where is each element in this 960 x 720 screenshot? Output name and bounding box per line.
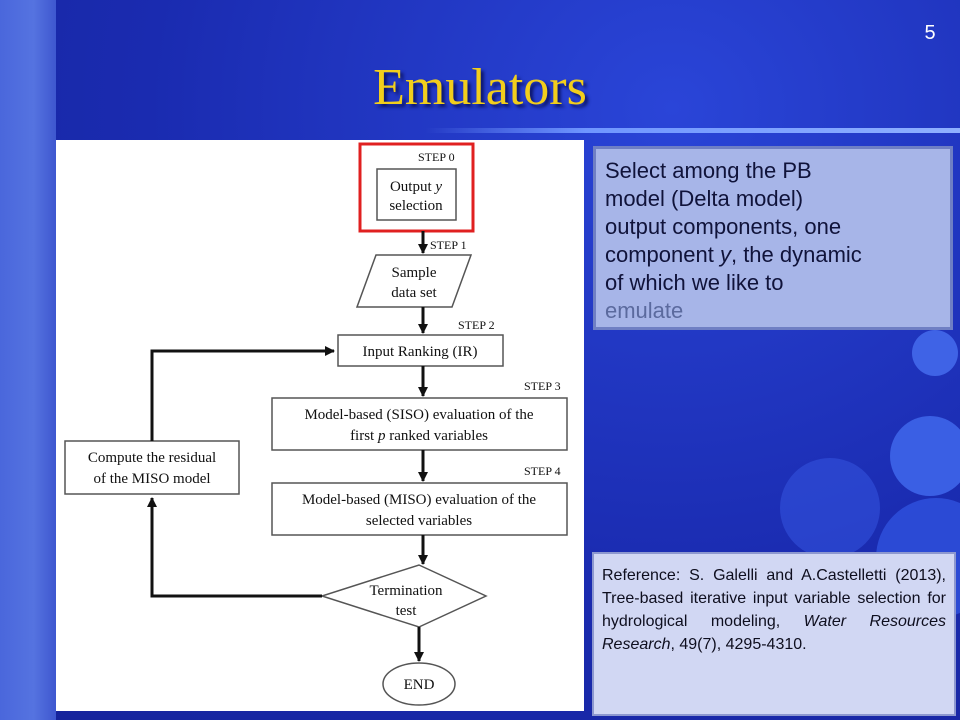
end-label: END: [404, 677, 435, 693]
compute-residual-box: [64, 440, 240, 495]
reference-suffix: , 49(7), 4295-4310.: [670, 636, 807, 653]
decorative-circle: [780, 458, 880, 558]
miso-line2: selected variables: [366, 513, 472, 529]
step-3-label: STEP 3: [524, 379, 561, 393]
siso-line2: first p ranked variables: [350, 428, 488, 444]
callout-line: model (Delta model): [605, 186, 804, 211]
input-ranking-label: Input Ranking (IR): [363, 344, 478, 360]
decorative-circle: [890, 416, 960, 496]
callout-line: output components, one: [605, 214, 842, 239]
residual-line1: Compute the residual: [88, 450, 216, 466]
input-ranking-box: [337, 334, 504, 367]
flowchart-figure: STEP 0 STEP 1 STEP 2 STEP 3 STEP 4 Outpu…: [56, 140, 584, 711]
arrow-residual-input-ranking: [150, 346, 335, 441]
reference-prefix: Reference: S. Galelli and A.Castelletti …: [602, 567, 946, 630]
sample-line1: Sample: [392, 265, 437, 281]
output-selection-line2: selection: [389, 198, 443, 214]
callout-line: Select among the PB: [605, 158, 812, 183]
callout-line: component y, the dynamic: [605, 242, 862, 267]
left-accent-band: [0, 0, 56, 720]
flowchart-diagram: STEP 0 STEP 1 STEP 2 STEP 3 STEP 4 Outpu…: [64, 142, 568, 706]
step-0-label: STEP 0: [418, 150, 455, 164]
decorative-circle: [912, 330, 958, 376]
title-underline: [426, 128, 960, 133]
step-1-label: STEP 1: [430, 238, 467, 252]
termination-line1: Termination: [369, 583, 443, 599]
arrow-termination-residual: [147, 497, 322, 598]
callout-line: of which we like to: [605, 270, 784, 295]
callout-box: Select among the PB model (Delta model) …: [593, 146, 953, 330]
output-selection-line1: Output y: [390, 179, 442, 195]
residual-line2: of the MISO model: [93, 471, 210, 487]
reference-box: Reference: S. Galelli and A.Castelletti …: [592, 552, 956, 716]
sample-line2: data set: [391, 285, 437, 301]
reference-text: Reference: S. Galelli and A.Castelletti …: [602, 564, 946, 656]
step-4-label: STEP 4: [524, 464, 561, 478]
miso-evaluation-box: [271, 482, 568, 536]
callout-text: Select among the PB model (Delta model) …: [605, 157, 941, 325]
italic-y: y: [719, 242, 731, 267]
end-terminal: [382, 662, 456, 706]
sample-data-set-shape: [355, 254, 473, 308]
termination-line2: test: [396, 603, 418, 619]
output-selection-box: [376, 168, 457, 221]
siso-line1: Model-based (SISO) evaluation of the: [304, 407, 533, 423]
siso-evaluation-box: [271, 397, 568, 451]
slide-number: 5: [924, 22, 936, 44]
step-2-label: STEP 2: [458, 318, 495, 332]
slide-title: Emulators: [373, 59, 587, 116]
reference-journal: Water Resources Research: [602, 613, 946, 653]
callout-line: emulate: [605, 298, 684, 323]
highlight-frame: [358, 142, 475, 233]
miso-line1: Model-based (MISO) evaluation of the: [302, 492, 536, 508]
